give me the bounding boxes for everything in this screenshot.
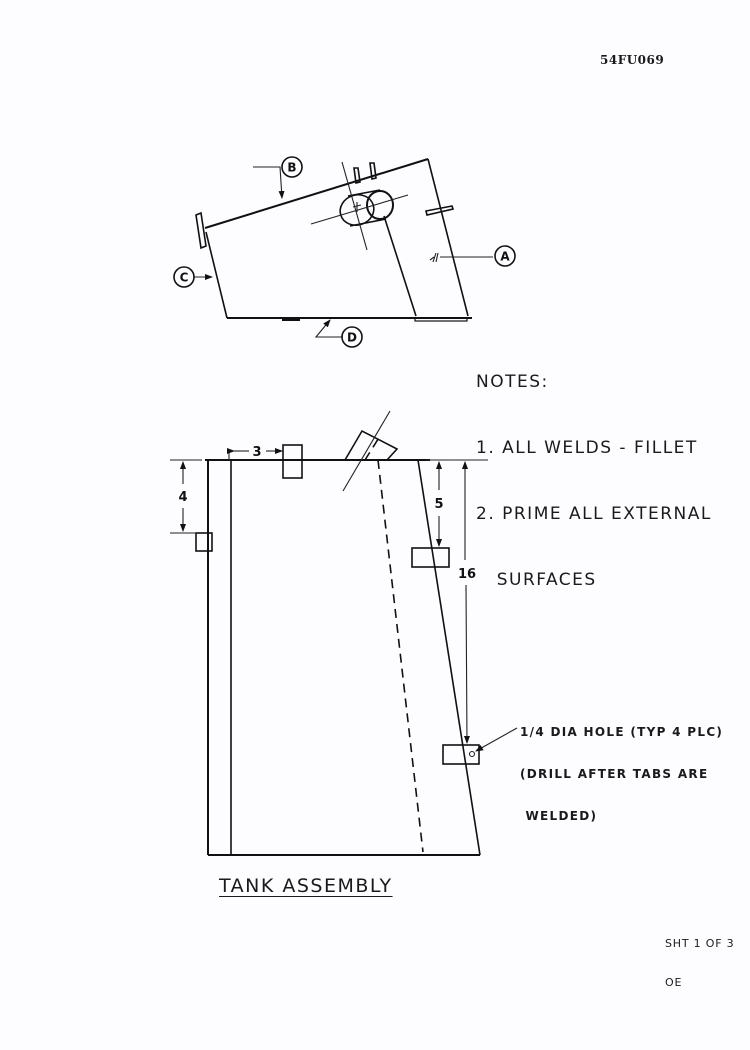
hole-mark bbox=[468, 750, 476, 758]
hole-note-leader bbox=[475, 727, 518, 752]
top-tab bbox=[282, 444, 303, 479]
pipe-centerline-h bbox=[310, 194, 409, 225]
hole-note-line: (DRILL AFTER TABS ARE bbox=[520, 767, 709, 781]
fitting-mark bbox=[429, 252, 439, 263]
drawing-number: 54FU069 bbox=[600, 53, 665, 67]
right-tab bbox=[411, 547, 450, 568]
dim-16-label: 16 bbox=[458, 567, 476, 582]
notes-heading: NOTES: bbox=[476, 372, 549, 392]
dim-5-label: 5 bbox=[434, 497, 443, 512]
vent-tab-1 bbox=[353, 167, 361, 184]
pipe-centerline-v bbox=[341, 161, 368, 251]
side-right-slant-edge bbox=[417, 459, 481, 856]
dimension-16: 16 bbox=[458, 461, 476, 744]
left-flange-tab bbox=[195, 211, 207, 250]
callout-c: C bbox=[173, 266, 213, 288]
filler-neck bbox=[343, 429, 399, 461]
callout-a: A bbox=[440, 245, 516, 267]
isometric-view: A B C D bbox=[173, 156, 516, 348]
bottom-tab-1 bbox=[282, 318, 300, 321]
dimension-4: 4 bbox=[178, 461, 188, 532]
hidden-line bbox=[377, 459, 424, 853]
note-item: SURFACES bbox=[476, 570, 597, 590]
note-item: 1. ALL WELDS - FILLET bbox=[476, 438, 698, 458]
callout-c-bubble bbox=[173, 266, 195, 288]
callout-d-bubble bbox=[341, 326, 363, 348]
side-view: 3 4 5 16 bbox=[170, 410, 518, 856]
filler-neck-hidden bbox=[364, 435, 381, 461]
vent-tab-2 bbox=[369, 162, 377, 180]
lower-tab bbox=[442, 744, 480, 765]
callout-a-label: A bbox=[500, 250, 510, 264]
drawing-title: TANK ASSEMBLY bbox=[219, 875, 393, 897]
pipe-sides bbox=[347, 189, 387, 227]
bottom-tab-2 bbox=[414, 317, 468, 322]
callout-a-bubble bbox=[494, 245, 516, 267]
revision-mark: OE bbox=[665, 976, 683, 989]
dim-4-label: 4 bbox=[178, 490, 187, 505]
callout-b: B bbox=[253, 156, 303, 199]
filler-neck-centerline bbox=[342, 410, 391, 492]
notes-block: NOTES: 1. ALL WELDS - FILLET 2. PRIME AL… bbox=[476, 327, 712, 613]
callout-d: D bbox=[314, 319, 363, 348]
callout-d-label: D bbox=[347, 331, 357, 345]
callout-b-label: B bbox=[287, 161, 296, 175]
dim-3-label: 3 bbox=[252, 445, 261, 460]
tank-inner-edge bbox=[383, 215, 417, 317]
tank-left-edge bbox=[205, 231, 228, 319]
dimension-3: 3 bbox=[227, 445, 283, 460]
hole-note-line: 1/4 DIA HOLE (TYP 4 PLC) bbox=[520, 725, 724, 739]
pipe-center-mark bbox=[352, 202, 362, 212]
note-item: 2. PRIME ALL EXTERNAL bbox=[476, 504, 712, 524]
sheet-number: SHT 1 OF 3 bbox=[665, 937, 735, 950]
pipe-end bbox=[366, 190, 394, 220]
sheet-info: SHT 1 OF 3 OE bbox=[665, 911, 734, 1002]
hole-note: 1/4 DIA HOLE (TYP 4 PLC) (DRILL AFTER TA… bbox=[520, 697, 723, 837]
callout-b-leader bbox=[253, 166, 285, 199]
callout-c-label: C bbox=[180, 271, 189, 285]
dimension-5: 5 bbox=[434, 461, 444, 547]
left-tab bbox=[195, 532, 213, 552]
dim-16-arrow-down bbox=[463, 584, 470, 744]
callout-d-leader bbox=[314, 319, 343, 338]
tank-top-edge bbox=[204, 158, 429, 229]
tank-right-edge bbox=[427, 158, 469, 317]
callout-b-bubble bbox=[281, 156, 303, 178]
hole-note-line: WELDED) bbox=[520, 809, 598, 823]
side-slot bbox=[425, 205, 455, 216]
